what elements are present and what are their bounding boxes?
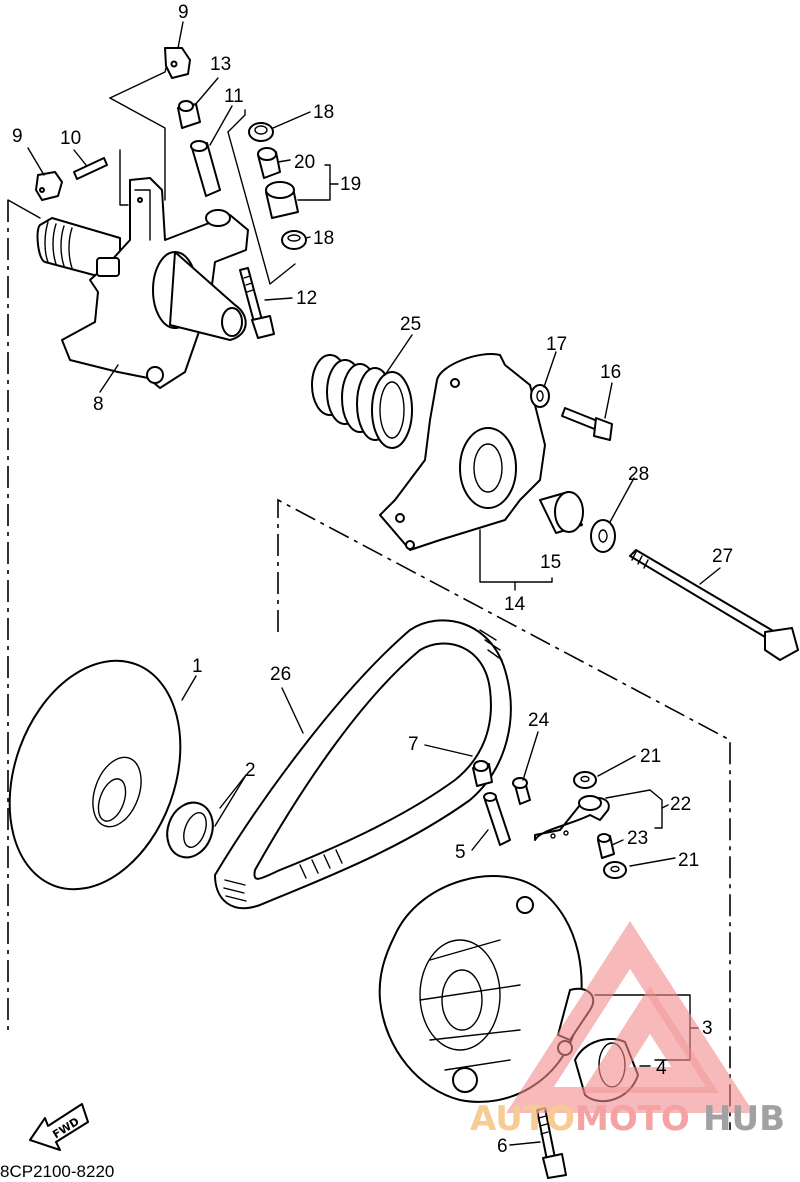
- callout-11: 11: [224, 86, 244, 107]
- callout-1: 1: [192, 656, 203, 677]
- callout-9-top: 9: [178, 2, 189, 23]
- callout-10: 10: [60, 128, 81, 149]
- assembly-frame: [7, 59, 731, 1130]
- callout-20: 20: [294, 152, 315, 173]
- watermark-hub: HUB: [703, 1099, 785, 1139]
- callout-27: 27: [712, 546, 733, 567]
- part-21-washer-top: [573, 771, 597, 789]
- callout-3: 3: [702, 1018, 713, 1039]
- part-7-nut: [472, 760, 493, 787]
- callout-16: 16: [600, 362, 621, 383]
- part-17-washer: [530, 384, 550, 408]
- callout-14: 14: [504, 594, 526, 615]
- part-19-roller: [265, 181, 299, 219]
- fwd-arrow-icon: FWD: [29, 1103, 89, 1151]
- part-26-drive-belt: [214, 619, 512, 910]
- part-13-nut: [177, 100, 201, 129]
- part-24-pin: [512, 777, 531, 805]
- part-22-lever-arm: [534, 795, 610, 841]
- part-code: 8CP2100-8220: [0, 1162, 114, 1181]
- watermark-moto: MOTO: [575, 1099, 690, 1139]
- part-5-pin: [483, 792, 511, 846]
- part-15-bushing: [539, 491, 584, 534]
- callout-13: 13: [210, 54, 231, 75]
- watermark-auto: AUTO: [470, 1099, 575, 1139]
- part-21-washer-bottom: [603, 861, 627, 879]
- part-8-sheave-body: [36, 177, 249, 389]
- part-20-collar: [257, 147, 281, 179]
- part-9-weight-left: [35, 171, 63, 201]
- callout-22: 22: [670, 794, 691, 815]
- callout-19: 19: [340, 174, 361, 195]
- callout-labels: 9 13 11 18 20 19 18 9 10 12 8 25 17 16 2…: [12, 2, 733, 1157]
- part-11-pin: [190, 140, 221, 197]
- part-2-collar: [166, 801, 214, 859]
- callout-6: 6: [497, 1136, 508, 1157]
- callout-15: 15: [540, 552, 561, 573]
- automotohub-watermark: AUTO MOTO HUB: [470, 921, 785, 1139]
- callout-7: 7: [408, 734, 419, 755]
- callout-28: 28: [628, 464, 649, 485]
- callout-25: 25: [400, 314, 421, 335]
- callout-9-left: 9: [12, 126, 23, 147]
- part-1-fixed-sheave: [8, 659, 182, 891]
- part-18-washer-bottom: [281, 230, 307, 250]
- callout-23: 23: [627, 828, 648, 849]
- callout-8: 8: [93, 394, 104, 415]
- callout-2: 2: [245, 760, 256, 781]
- part-14-cover: [379, 353, 546, 551]
- callout-4: 4: [656, 1058, 667, 1079]
- part-10-pin: [73, 157, 108, 180]
- part-28-washer: [590, 519, 616, 553]
- callout-24: 24: [528, 710, 550, 731]
- part-18-washer-top: [248, 122, 274, 142]
- part-16-bolt: [561, 407, 613, 441]
- part-23-collar: [597, 833, 615, 859]
- callout-12: 12: [296, 288, 317, 309]
- callout-26: 26: [270, 664, 291, 685]
- callout-5: 5: [455, 842, 466, 863]
- callout-21-top: 21: [640, 746, 661, 767]
- part-12-bolt: [239, 267, 275, 339]
- part-9-weight-top: [164, 47, 191, 79]
- callout-18-bottom: 18: [313, 228, 334, 249]
- callout-17: 17: [546, 334, 567, 355]
- callout-18-top: 18: [313, 102, 334, 123]
- part-27-bolt: [629, 549, 799, 661]
- callout-21-bottom: 21: [678, 850, 699, 871]
- part-25-spring: [311, 354, 413, 449]
